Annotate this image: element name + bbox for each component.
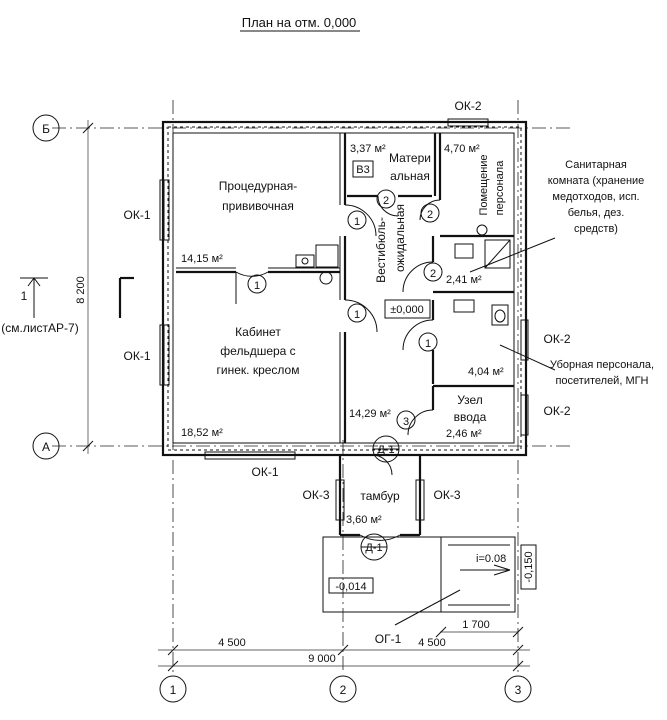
room-cabinet-name1: Кабинет bbox=[235, 325, 281, 339]
svg-text:2: 2 bbox=[383, 195, 389, 207]
callout-toilet: Уборная персонала, посетителей, МГН bbox=[499, 344, 654, 387]
svg-text:2: 2 bbox=[427, 209, 433, 221]
level-box bbox=[384, 299, 431, 319]
window-tag-ok3-left: ОК-3 bbox=[303, 488, 330, 502]
room-sanitary-area: 2,41 м² bbox=[446, 274, 482, 286]
room-toilet-area: 4,04 м² bbox=[468, 366, 504, 378]
svg-text:3: 3 bbox=[403, 416, 409, 428]
window-tag-ok2-top: ОК-2 bbox=[455, 99, 482, 113]
room-cabinet-area: 18,52 м² bbox=[181, 427, 223, 439]
doors bbox=[235, 195, 441, 436]
door-tag-d1-main: Д-1 bbox=[372, 435, 400, 463]
svg-text:Д-1: Д-1 bbox=[365, 542, 382, 554]
axis-marker-2: 2 bbox=[329, 675, 357, 703]
svg-text:комната (хранение: комната (хранение bbox=[548, 175, 645, 187]
svg-text:белья, дез.: белья, дез. bbox=[568, 207, 625, 219]
dimension-ramp: 1 700 bbox=[462, 619, 490, 631]
dimension-lines-bottom bbox=[158, 626, 530, 672]
ramp-level-box bbox=[520, 544, 537, 590]
room-vestibule-area: 14,29 м² bbox=[349, 408, 391, 420]
room-vestibule-name2: ожидальная bbox=[393, 204, 407, 272]
porch-level-box bbox=[328, 577, 374, 594]
svg-text:1: 1 bbox=[170, 683, 177, 697]
svg-text:медотходов, исп.: медотходов, исп. bbox=[552, 191, 639, 203]
room-staff-name2: персонала bbox=[494, 160, 506, 216]
room-tambour-name: тамбур bbox=[360, 489, 400, 503]
door-tag-d1-porch: Д-1 bbox=[360, 533, 388, 561]
interior-walls bbox=[176, 133, 514, 443]
room-vestibule-level: ±0,000 bbox=[390, 304, 424, 316]
window-tag-ok1-bottom: ОК-1 bbox=[252, 465, 279, 479]
window-tag-ok3-right: ОК-3 bbox=[434, 488, 461, 502]
room-input-name1: Узел bbox=[457, 393, 483, 407]
room-cabinet-name3: гинек. креслом bbox=[217, 363, 300, 377]
dimension-bottom-left: 4 500 bbox=[218, 637, 246, 649]
svg-text:Уборная персонала,: Уборная персонала, bbox=[550, 359, 654, 371]
window-tag-ok2-right-top: ОК-2 bbox=[544, 332, 571, 346]
window-tag-ok1-left-top: ОК-1 bbox=[124, 208, 151, 222]
fixtures bbox=[295, 224, 511, 326]
room-material-area: 3,37 м² bbox=[350, 143, 386, 155]
svg-text:средств): средств) bbox=[574, 223, 618, 235]
window-tag-ok1-left-bottom: ОК-1 bbox=[124, 349, 151, 363]
room-cabinet-name2: фельдшера с bbox=[220, 344, 295, 358]
svg-text:1: 1 bbox=[354, 216, 360, 228]
window-tag-ok2-right-bottom: ОК-2 bbox=[544, 404, 571, 418]
plan-title: План на отм. 0,000 bbox=[242, 15, 357, 30]
svg-text:А: А bbox=[42, 440, 50, 454]
svg-text:3: 3 bbox=[515, 683, 522, 697]
porch bbox=[322, 536, 516, 613]
windows-left bbox=[159, 118, 529, 460]
axis-marker-b: Б bbox=[32, 114, 60, 142]
room-procedure-name1: Процедурная- bbox=[219, 179, 297, 193]
axis-marker-3: 3 bbox=[504, 675, 532, 703]
tag-box-b3 bbox=[352, 160, 374, 178]
ramp-level: -0,150 bbox=[523, 551, 535, 582]
room-staff-area: 4,70 м² bbox=[444, 143, 480, 155]
callout-sanitary: Санитарная комната (хранение медотходов,… bbox=[469, 159, 645, 273]
room-vestibule-name1: Вестибюль- bbox=[374, 217, 388, 283]
fence-tag-og1: ОГ-1 bbox=[375, 632, 402, 646]
og1-leader bbox=[394, 589, 461, 626]
svg-text:2: 2 bbox=[430, 268, 436, 280]
axis-marker-1: 1 bbox=[159, 675, 187, 703]
dimension-total: 9 000 bbox=[308, 653, 336, 665]
room-tambour-area: 3,60 м² bbox=[346, 514, 382, 526]
room-material-name2: альная bbox=[390, 169, 430, 183]
room-procedure-area: 14,15 м² bbox=[181, 253, 223, 265]
dimension-bottom-right: 4 500 bbox=[418, 637, 446, 649]
ramp-slope: i=0.08 bbox=[476, 553, 506, 565]
room-input-area: 2,46 м² bbox=[446, 428, 482, 440]
outer-walls bbox=[161, 120, 528, 457]
room-material-name1: Матери bbox=[389, 151, 431, 165]
svg-text:Б: Б bbox=[42, 122, 50, 136]
svg-text:1: 1 bbox=[354, 309, 360, 321]
svg-text:1: 1 bbox=[425, 338, 431, 350]
svg-text:посетителей, МГН: посетителей, МГН bbox=[555, 375, 648, 387]
section-reference: (см.листАР-7) bbox=[1, 321, 78, 335]
axis-marker-a: А bbox=[32, 432, 60, 460]
room-input-name2: ввода bbox=[454, 410, 487, 424]
door-number-markers: 1 1 1 2 2 2 1 3 bbox=[247, 189, 443, 430]
room-material-tag: В3 bbox=[356, 164, 369, 176]
section-mark: 1 (см.листАР-7) bbox=[1, 276, 134, 335]
svg-text:Д-1: Д-1 bbox=[377, 444, 394, 456]
dimension-height: 8 200 bbox=[75, 120, 94, 454]
porch-level: -0,014 bbox=[335, 581, 366, 593]
room-staff-name1: Помещение bbox=[478, 154, 490, 215]
svg-text:2: 2 bbox=[340, 683, 347, 697]
section-number: 1 bbox=[21, 289, 28, 303]
svg-text:Санитарная: Санитарная bbox=[565, 159, 627, 171]
svg-text:8 200: 8 200 bbox=[75, 276, 87, 304]
room-procedure-name2: прививочная bbox=[222, 199, 294, 213]
svg-text:1: 1 bbox=[254, 280, 260, 292]
